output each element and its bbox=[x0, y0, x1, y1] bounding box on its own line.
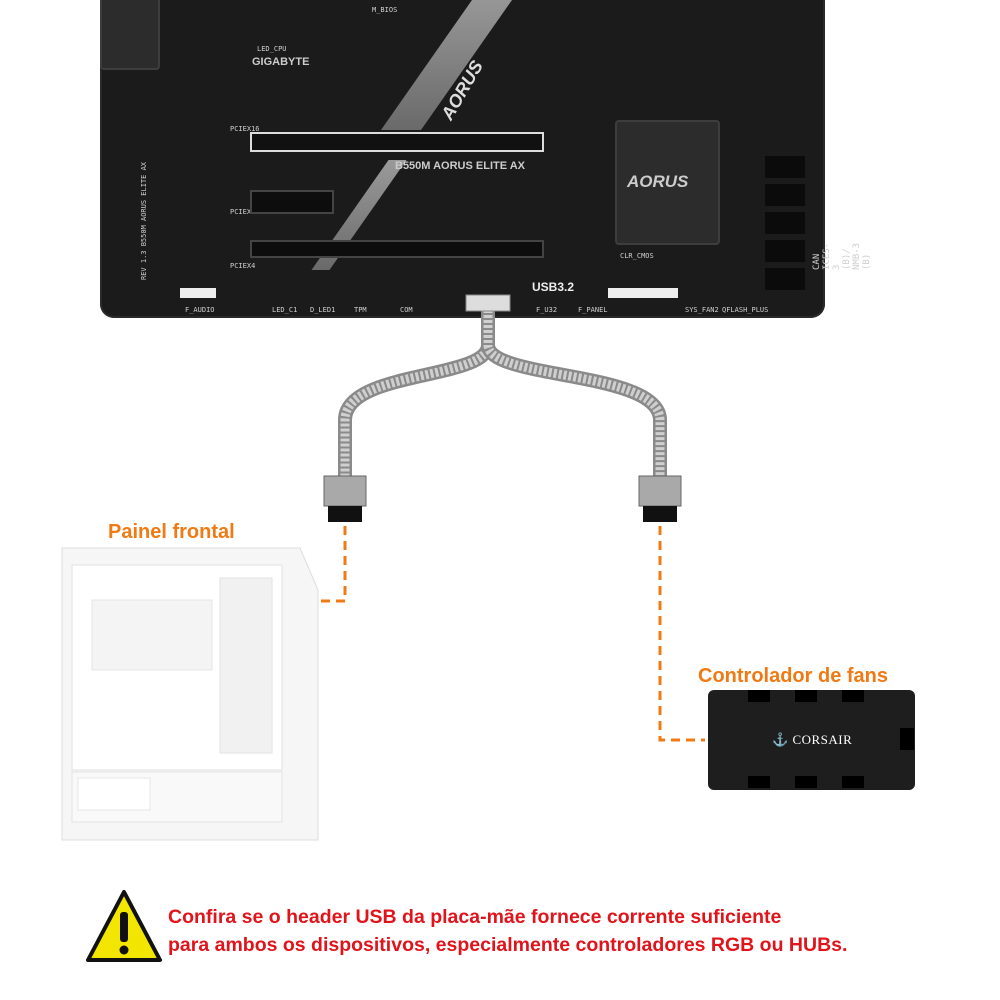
label-fan-controller: Controlador de fans bbox=[698, 665, 889, 687]
cable-braid-left bbox=[340, 300, 493, 478]
usb-cable-left bbox=[338, 300, 495, 478]
silk-led-c1: LED_C1 bbox=[272, 306, 298, 314]
pc-case bbox=[61, 547, 319, 841]
silk-clr-cmos: CLR_CMOS bbox=[620, 252, 654, 260]
silk-com: COM bbox=[400, 306, 413, 314]
brand-gigabyte: GIGABYTE bbox=[252, 56, 310, 68]
usb-cable-right bbox=[481, 343, 667, 478]
corsair-text: CORSAIR bbox=[792, 732, 853, 747]
connector-left bbox=[323, 475, 367, 507]
f-panel-header bbox=[608, 288, 678, 298]
corsair-logo: ⚓ CORSAIR bbox=[772, 732, 853, 747]
warning-triangle-icon bbox=[86, 890, 162, 962]
usb-header-plug bbox=[465, 294, 511, 312]
usb32-tag: USB3.2 bbox=[532, 280, 575, 294]
io-shroud bbox=[100, 0, 160, 70]
silk-f-u32: F_U32 bbox=[536, 306, 558, 314]
silk-pciex16: PCIEX16 bbox=[230, 125, 260, 133]
dashed-link-fan-controller bbox=[658, 526, 705, 742]
silk-f-audio: F_AUDIO bbox=[185, 306, 215, 314]
connector-right bbox=[638, 475, 682, 507]
connector-right-tip bbox=[643, 506, 677, 522]
silk-qflash-plus: QFLASH_PLUS bbox=[722, 306, 769, 314]
silk-mbios: M_BIOS bbox=[372, 6, 398, 14]
warning-line-2: para ambos os dispositivos, especialment… bbox=[168, 934, 848, 956]
fan-controller bbox=[708, 690, 915, 790]
silk-pciex4: PCIEX4 bbox=[230, 262, 256, 270]
connector-left-tip bbox=[328, 506, 362, 522]
cable-braid-right bbox=[483, 343, 665, 478]
motherboard: M_BIOS LED_CPU GIGABYTE AORUS PCIEX16 B5… bbox=[100, 0, 872, 318]
warning-line-1: Confira se o header USB da placa-mãe for… bbox=[168, 906, 782, 928]
silk-tpm: TPM bbox=[354, 306, 367, 314]
aorus-logo: AORUS bbox=[627, 172, 689, 191]
chipset-heatsink: AORUS bbox=[615, 120, 720, 245]
silk-d-led1: D_LED1 bbox=[310, 306, 336, 314]
silk-pciex1: PCIEX1 bbox=[230, 208, 256, 216]
silk-sys-fan2: SYS_FAN2 bbox=[685, 306, 719, 314]
dashed-link-front-panel bbox=[312, 526, 347, 603]
sata-ports bbox=[765, 150, 805, 290]
pcie-x1-slot bbox=[250, 190, 334, 214]
silk-f-panel: F_PANEL bbox=[578, 306, 608, 314]
model-name: B550M AORUS ELITE AX bbox=[395, 160, 525, 172]
f-audio-header bbox=[180, 288, 216, 298]
label-front-panel: Painel frontal bbox=[108, 521, 235, 543]
pcie-x4-slot bbox=[250, 240, 544, 258]
silk-led-cpu: LED_CPU bbox=[257, 45, 287, 53]
pcie-x16-slot bbox=[250, 132, 544, 152]
